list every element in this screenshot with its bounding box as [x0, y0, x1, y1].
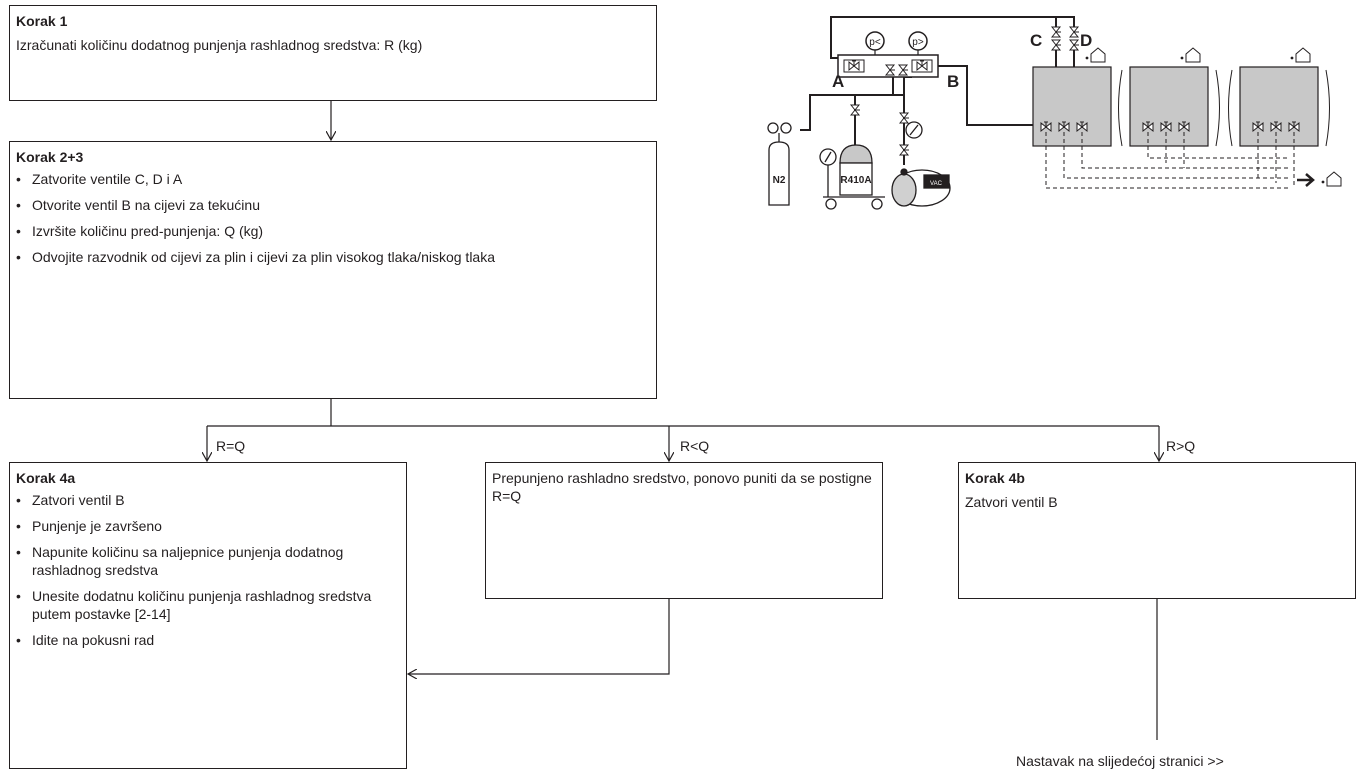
svg-text:N2: N2 [773, 175, 786, 186]
step4b-box: Korak 4b Zatvori ventil B [958, 462, 1356, 599]
outdoor-unit-2 [1118, 47, 1220, 147]
svg-text:VAC: VAC [930, 181, 943, 187]
branch-label-eq: R=Q [216, 438, 246, 454]
step4a-list: Zatvori ventil B Punjenje je završeno Na… [10, 491, 406, 649]
step23-item: Zatvorite ventile C, D i A [16, 170, 650, 188]
vacuum-pump [891, 112, 951, 207]
r410a-cylinder [819, 144, 885, 210]
step4b-text: Zatvori ventil B [965, 494, 1058, 510]
high-pressure-gauge [908, 31, 928, 51]
refrigerant-charging-illustration: p< p> A B C D N2 R410A VAC [767, 16, 1342, 210]
step1-title: Korak 1 [16, 13, 68, 29]
dashed-piping [1045, 132, 1295, 189]
overcharge-box: Prepunjeno rashladno sredstvo, ponovo pu… [485, 462, 883, 599]
step4a-box: Korak 4a Zatvori ventil B Punjenje je za… [9, 462, 407, 769]
step4a-item: Unesite dodatnu količinu punjenja rashla… [16, 587, 402, 623]
step4a-item: Idite na pokusni rad [16, 631, 400, 649]
step23-box: Korak 2+3 Zatvorite ventile C, D i A Otv… [9, 141, 657, 399]
nitrogen-cylinder [767, 122, 792, 206]
step1-box: Korak 1 Izračunati količinu dodatnog pun… [9, 5, 657, 101]
continuation-text: Nastavak na slijedećoj stranici >> [1016, 753, 1224, 769]
valve-b-label: B [947, 72, 959, 91]
step23-title: Korak 2+3 [16, 149, 84, 165]
overcharge-text: Prepunjeno rashladno sredstvo, ponovo pu… [492, 470, 872, 504]
branch-label-gt: R>Q [1166, 438, 1196, 454]
svg-text:p>: p> [912, 37, 924, 48]
step4a-item: Napunite količinu sa naljepnice punjenja… [16, 543, 362, 579]
valve-a-label: A [832, 72, 844, 91]
step23-item: Odvojite razvodnik od cijevi za plin i c… [16, 248, 552, 266]
step4a-title: Korak 4a [16, 470, 76, 486]
step4b-title: Korak 4b [965, 470, 1025, 486]
arrow-overcharge-return [409, 599, 670, 674]
step1-text: Izračunati količinu dodatnog punjenja ra… [16, 37, 423, 53]
valve-c-label: C [1030, 31, 1042, 50]
step23-list: Zatvorite ventile C, D i A Otvorite vent… [10, 170, 656, 266]
step23-item: Otvorite ventil B na cijevi za tekućinu [16, 196, 650, 214]
step23-item: Izvršite količinu pred-punjenja: Q (kg) [16, 222, 650, 240]
svg-text:p<: p< [869, 37, 881, 48]
branch-label-lt: R<Q [680, 438, 710, 454]
valve-d-label: D [1080, 31, 1092, 50]
svg-text:R410A: R410A [840, 175, 871, 186]
outdoor-unit-3 [1228, 47, 1330, 147]
indoor-house-icon [1321, 171, 1342, 187]
step4a-item: Zatvori ventil B [16, 491, 400, 509]
outdoor-unit-1 [1032, 47, 1112, 147]
low-pressure-gauge [865, 31, 885, 51]
step4a-item: Punjenje je završeno [16, 517, 400, 535]
flow-arrow-icon [1297, 173, 1315, 187]
